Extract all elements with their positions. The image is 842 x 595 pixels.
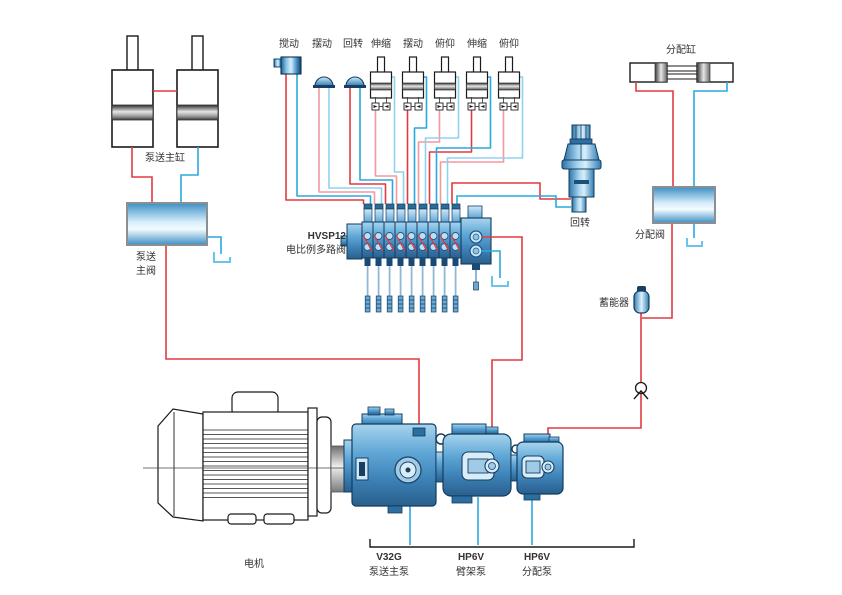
actuator-label-4: 伸缩 (371, 37, 391, 50)
valve-model-label: HVSP12 (308, 231, 347, 242)
telescope-cylinder-icon (369, 56, 393, 99)
actuator-label-3: 回转 (343, 37, 363, 50)
counterbalance-valve-icon-2 (403, 96, 423, 111)
pump-main-cylinders-label: 泵送主缸 (145, 151, 185, 164)
valve-section-1 (361, 203, 374, 313)
pump-main-valve-pipes (131, 147, 420, 430)
valve-section-6 (416, 203, 429, 313)
valve-section-3 (383, 203, 396, 313)
rotary-pipes (451, 182, 571, 208)
reservoir-bracket (369, 539, 635, 548)
pitch-cylinder-icon (433, 56, 457, 99)
valve-return-pipe (481, 250, 501, 278)
agitator-motor-icon (273, 56, 302, 75)
distribution-cylinder (629, 62, 734, 83)
valve-section-5 (405, 203, 418, 313)
main-pump-name: 泵送主泵 (369, 565, 409, 578)
rotary-actuator (561, 124, 602, 213)
actuator-label-5: 摆动 (403, 37, 423, 50)
pump-main-valve-label-2: 主阀 (136, 264, 156, 277)
valve-section-2 (372, 203, 385, 313)
actuator-label-6: 俯仰 (435, 37, 455, 50)
electric-motor (157, 391, 354, 525)
actuator-label-7: 伸缩 (467, 37, 487, 50)
tank-symbol-3 (686, 238, 703, 247)
rotation-dome-icon (343, 76, 367, 89)
distribution-valve-label: 分配阀 (635, 228, 665, 241)
valve-section-7 (427, 203, 440, 313)
telescope-cylinder-icon-2 (465, 56, 489, 99)
boom-pump-pipe (482, 236, 523, 458)
check-valve-icon (633, 381, 649, 400)
swing-dome-icon (312, 76, 336, 89)
counterbalance-valve-icon-5 (499, 96, 519, 111)
actuator-pipe-fan (285, 74, 524, 204)
boom-pump-model: HP6V (458, 552, 484, 563)
accumulator-label: 蓄能器 (599, 296, 629, 309)
actuator-labels: 搅动 摆动 回转 伸缩 摆动 俯仰 伸缩 俯仰 (279, 37, 519, 50)
valve-name-label: 电比例多路阀 (286, 243, 346, 256)
valve-bank (340, 203, 492, 313)
suction-pipes (409, 494, 533, 545)
boom-pump (435, 423, 512, 504)
counterbalance-valve-icon (371, 96, 391, 111)
tank-symbol (213, 252, 231, 263)
distribution-pump-model: HP6V (524, 552, 550, 563)
actuator-label-1: 搅动 (279, 37, 299, 50)
pump-labels: V32G 泵送主泵 HP6V 臂架泵 HP6V 分配泵 (369, 552, 552, 578)
distribution-pump (510, 433, 564, 501)
distribution-valve (652, 186, 716, 224)
distribution-pump-name: 分配泵 (522, 566, 552, 578)
valve-section-4 (394, 203, 407, 313)
swing-cylinder-icon (401, 56, 425, 99)
tank-symbol-2 (491, 276, 509, 287)
boom-pump-name: 臂架泵 (456, 565, 486, 578)
pump-main-valve (126, 202, 208, 246)
valve-section-8 (438, 203, 451, 313)
distribution-pipes (635, 82, 728, 319)
actuator-label-2: 摆动 (312, 37, 332, 50)
counterbalance-valve-icon-3 (435, 96, 455, 111)
accumulator-pipe (547, 313, 642, 461)
rotary-label: 回转 (570, 216, 590, 229)
pitch-cylinder-icon-2 (497, 56, 521, 99)
pump-main-cylinder-left (111, 35, 154, 148)
main-pump-model: V32G (376, 552, 402, 563)
pump-main-cylinder-right (176, 35, 219, 148)
counterbalance-valve-icon-4 (467, 96, 487, 111)
valve-section-9 (449, 203, 462, 313)
distribution-cylinder-label: 分配缸 (666, 43, 696, 56)
pump-main-valve-label-1: 泵送 (136, 250, 156, 263)
motor-label: 电机 (244, 557, 264, 570)
actuator-label-8: 俯仰 (499, 37, 519, 50)
main-pump (343, 406, 437, 514)
accumulator-icon (633, 286, 650, 314)
